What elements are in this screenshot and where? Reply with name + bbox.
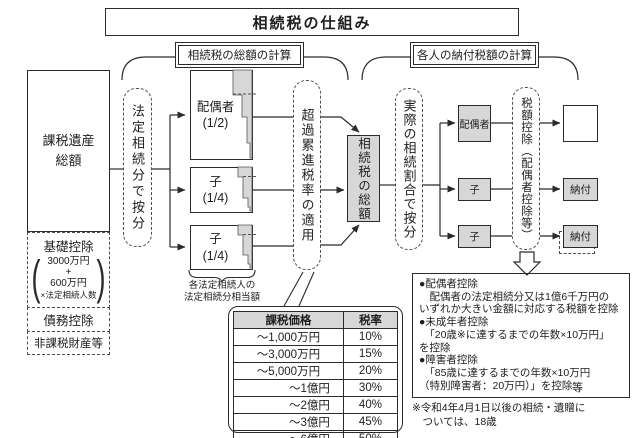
tax-rate-cell: 45%: [342, 413, 399, 431]
section-label-individual-calculation: 各人の納付税額の計算: [413, 45, 536, 65]
deduction-notes-box: ●配偶者控除 配偶者の法定相続分又は1億6千万円の いずれか大きい金額に対応する…: [412, 273, 630, 398]
person-child1-box: 子: [458, 178, 491, 201]
tax-total-box: 相続税の総額: [347, 135, 380, 222]
tax-rate-cell: 15%: [342, 345, 399, 363]
output-blank-box: [563, 105, 598, 142]
formula-text: 3000万円 + 600万円 ×法定相続人数: [40, 256, 97, 300]
tax-rate-cell: 40%: [342, 396, 399, 414]
tax-rate-header: 税率: [342, 311, 399, 329]
tax-rate-cell: 30%: [342, 379, 399, 397]
person-child2-box: 子: [458, 225, 491, 248]
tax-table-header-row: 課税価格 税率: [233, 311, 399, 329]
tax-price-cell: 〜5,000万円: [233, 362, 344, 380]
tax-price-cell: 〜1,000万円: [233, 328, 344, 346]
tax-price-cell: 〜3億円: [233, 413, 344, 431]
progressive-steps-icon: [237, 166, 258, 212]
heir-child1-box: 子 (1/4): [190, 166, 258, 213]
age-footnote: ※令和4年4月1日以後の相続・遺贈に ついては、18歳: [412, 402, 586, 428]
payment-box-1: 納付: [563, 178, 598, 201]
basic-deduction-box: 基礎控除 ( 3000万円 + 600万円 ×法定相続人数 ): [27, 232, 110, 308]
connector-lines: [110, 111, 561, 251]
debt-deduction-box: 債務控除: [27, 307, 110, 332]
tax-price-cell: 〜3,000万円: [233, 345, 344, 363]
statutory-split-box: 法定相続分で按分: [123, 88, 152, 247]
tax-table-head: 課税価格 税率: [233, 311, 399, 329]
tax-price-cell: 〜6億円: [233, 430, 344, 438]
tax-price-cell: 〜2億円: [233, 396, 344, 414]
progressive-steps-icon: [232, 69, 256, 159]
basic-deduction-formula: ( 3000万円 + 600万円 ×法定相続人数 ): [28, 251, 109, 304]
progressive-steps-icon: [237, 224, 258, 269]
note-item-disability-deduction: ●障害者控除 「85歳に達するまでの年数×10万円 （特別障害者：20万円）」を…: [419, 354, 591, 392]
heirs-brace: [188, 269, 256, 284]
tax-credit-box: 税額控除（配偶者控除等）: [512, 87, 540, 250]
section-label-total-calculation: 相続税の総額の計算: [178, 45, 301, 65]
note-item-spouse-deduction: ●配偶者控除 配偶者の法定相続分又は1億6千万円の いずれか大きい金額に対応する…: [419, 278, 619, 316]
taxable-estate-box: 課税遺産 総額: [27, 70, 110, 232]
heir-child2-box: 子 (1/4): [190, 224, 258, 270]
heirs-note: 各法定相続人の 法定相続分相当額: [183, 280, 260, 303]
person-spouse-box: 配偶者: [458, 105, 491, 142]
payment-box-2: 納付: [563, 225, 598, 248]
progressive-rate-box: 超過累進税率の適用: [293, 80, 321, 270]
down-arrow-icon: [512, 251, 542, 276]
tax-rate-cell: 20%: [342, 362, 399, 380]
tax-table-row: 〜6億円50%: [233, 430, 399, 438]
basic-deduction-label: 基礎控除: [43, 240, 94, 254]
tax-price-cell: 〜1億円: [233, 379, 344, 397]
section-brackets: [121, 56, 579, 81]
table-callout-lines: [283, 271, 315, 307]
actual-split-box: 実際の相続割合で按分: [395, 88, 423, 250]
close-paren: ): [96, 251, 106, 304]
etc-label: 等: [572, 381, 583, 394]
page-title: 相続税の仕組み: [105, 8, 519, 36]
open-paren: (: [31, 251, 41, 304]
heir-spouse-box: 配偶者 (1/2): [190, 69, 256, 160]
tax-rate-cell: 50%: [342, 430, 399, 438]
tax-rate-cell: 10%: [342, 328, 399, 346]
tax-price-header: 課税価格: [233, 311, 344, 329]
note-item-minor-deduction: ●未成年者控除 「20歳※に達するまでの年数×10万円」 を控除: [419, 316, 610, 354]
nontaxable-assets-box: 非課税財産等: [27, 331, 110, 355]
